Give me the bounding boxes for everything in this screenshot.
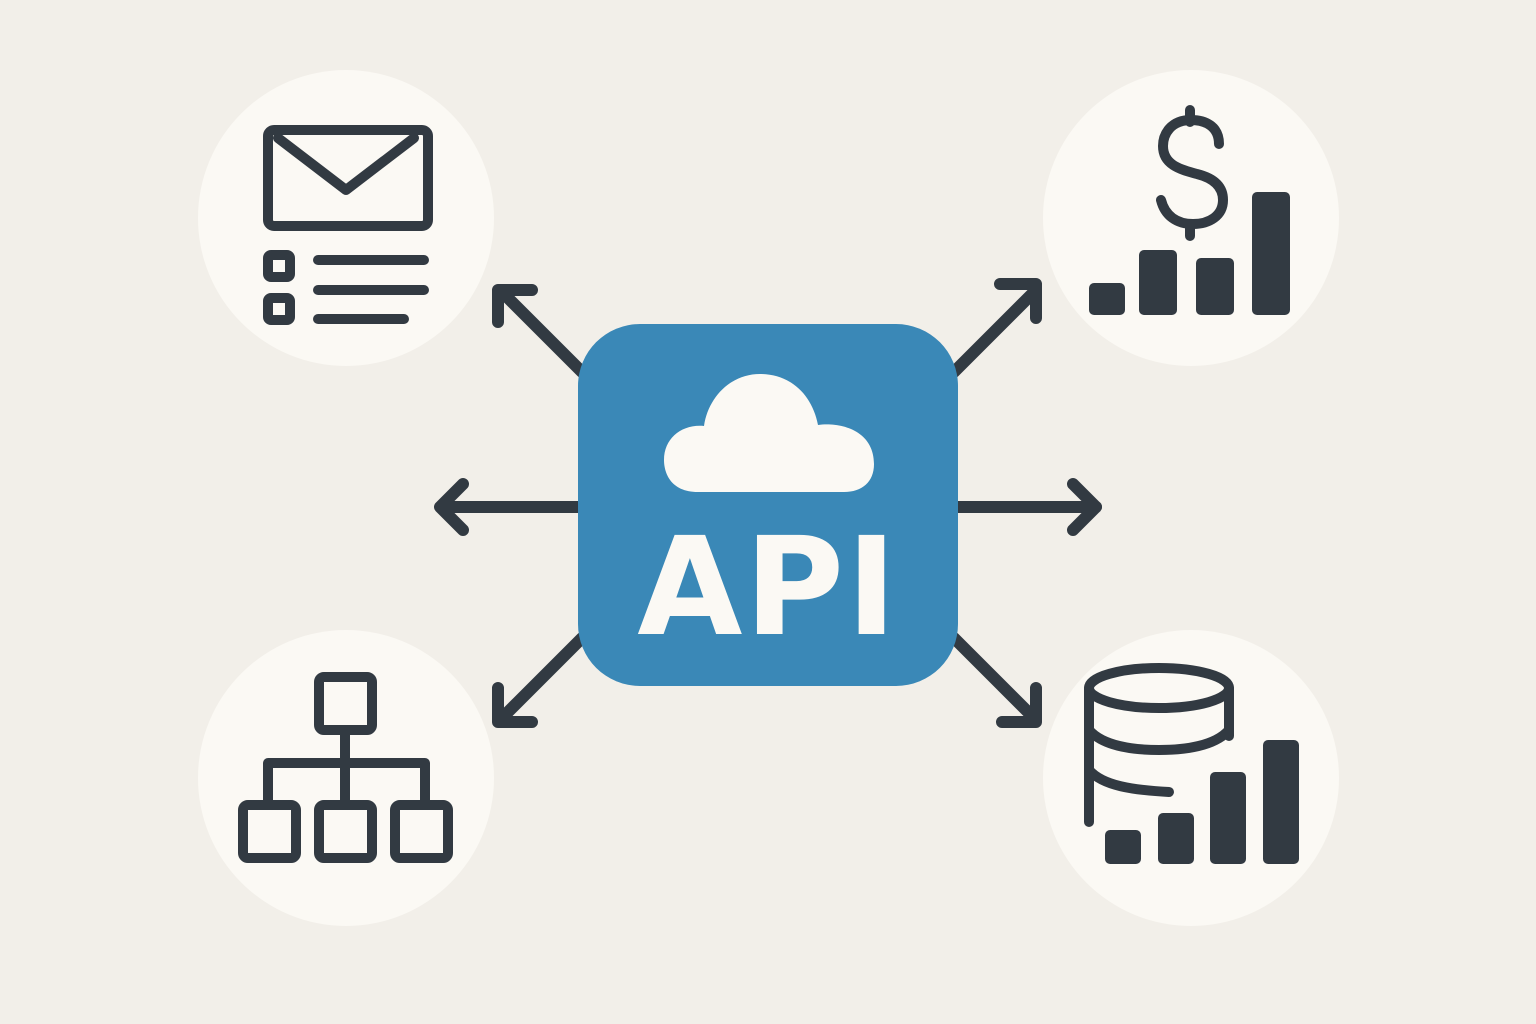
arrow-up-left-icon xyxy=(492,284,588,378)
arrow-right-icon xyxy=(950,478,1102,536)
api-hub: API xyxy=(578,324,958,686)
arrow-down-left-icon xyxy=(492,632,588,728)
arrow-up-right-icon xyxy=(948,278,1042,378)
cloud-icon xyxy=(664,374,874,492)
hub-label: API xyxy=(637,509,899,667)
arrow-left-icon xyxy=(434,478,586,536)
arrow-down-right-icon xyxy=(948,632,1042,728)
dollar-bar-chart-icon xyxy=(1089,105,1290,315)
email-list-icon xyxy=(263,125,433,325)
org-hierarchy-icon xyxy=(238,672,453,863)
database-bar-chart-icon xyxy=(1084,663,1299,864)
